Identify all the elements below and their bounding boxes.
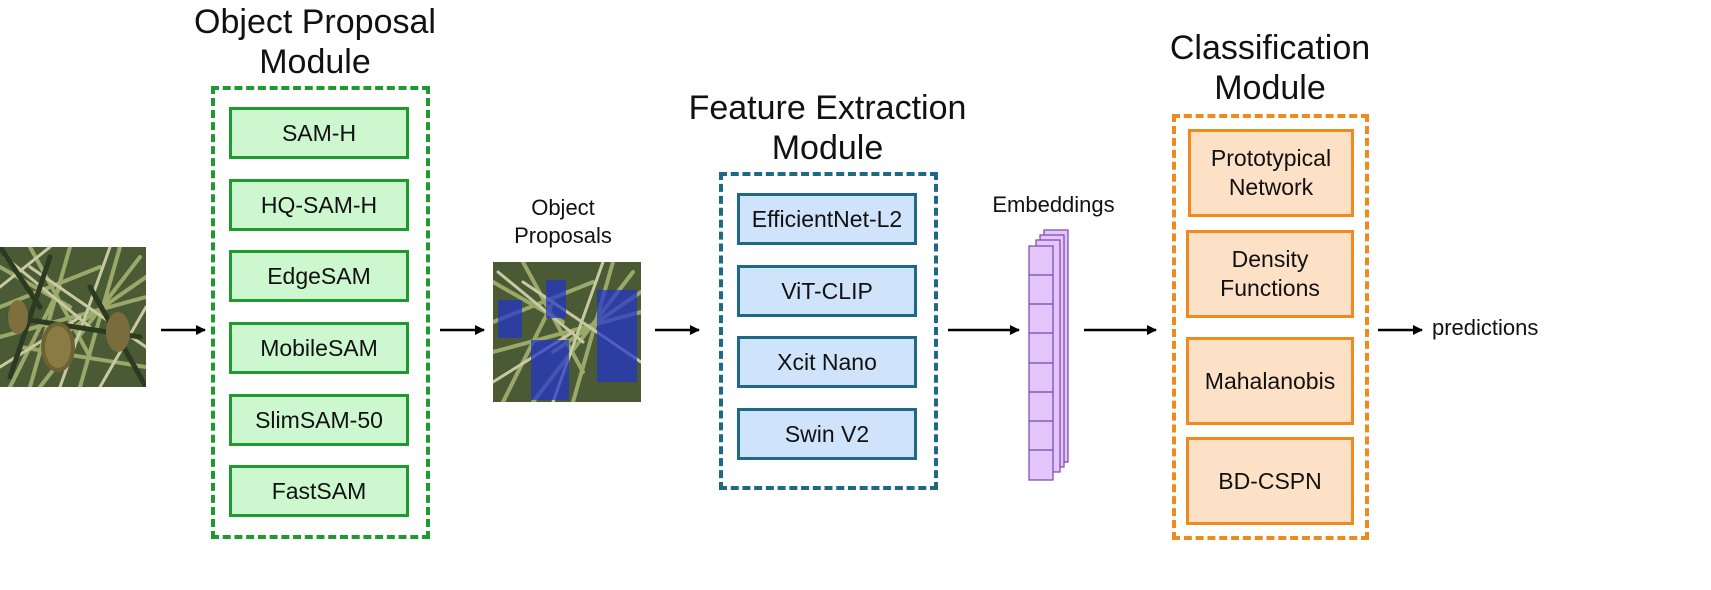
object-proposals-label: Object Proposals xyxy=(490,194,636,250)
object-proposal-title: Object Proposal Module xyxy=(180,2,450,82)
classification-title-line-1: Classification xyxy=(1169,29,1371,67)
model-fastsam: FastSAM xyxy=(229,465,409,517)
method-bd-cspn: BD-CSPN xyxy=(1186,437,1354,525)
object-proposals-image xyxy=(493,262,641,402)
feature-extraction-title: Feature Extraction Module xyxy=(680,88,975,168)
object-proposal-module xyxy=(211,86,430,539)
classification-title-line-2: Module xyxy=(1214,69,1326,107)
model-mobilesam: MobileSAM xyxy=(229,322,409,374)
feature-extraction-title-line-1: Feature Extraction xyxy=(688,89,967,127)
model-sam-h: SAM-H xyxy=(229,107,409,159)
classification-title: Classification Module xyxy=(1140,28,1400,108)
predictions-label: predictions xyxy=(1432,315,1539,340)
model-slimsam-50: SlimSAM-50 xyxy=(229,394,409,446)
object-proposals-label-line-1: Object xyxy=(531,195,595,220)
feature-extraction-module xyxy=(719,172,938,490)
classification-module xyxy=(1172,114,1369,540)
embeddings-stack xyxy=(1026,228,1074,486)
object-proposal-title-line-1: Object Proposal xyxy=(194,3,436,41)
model-swin-v2: Swin V2 xyxy=(737,408,917,460)
model-hq-sam-h: HQ-SAM-H xyxy=(229,179,409,231)
object-proposals-label-line-2: Proposals xyxy=(514,223,612,248)
model-edgesam: EdgeSAM xyxy=(229,250,409,302)
object-proposal-title-line-2: Module xyxy=(259,43,371,81)
model-vit-clip: ViT-CLIP xyxy=(737,265,917,317)
feature-extraction-title-line-2: Module xyxy=(771,129,884,167)
method-mahalanobis: Mahalanobis xyxy=(1186,337,1354,425)
input-image xyxy=(0,247,146,387)
model-xcit-nano: Xcit Nano xyxy=(737,336,917,388)
model-efficientnet-l2: EfficientNet-L2 xyxy=(737,193,917,245)
embeddings-label: Embeddings xyxy=(992,192,1115,217)
